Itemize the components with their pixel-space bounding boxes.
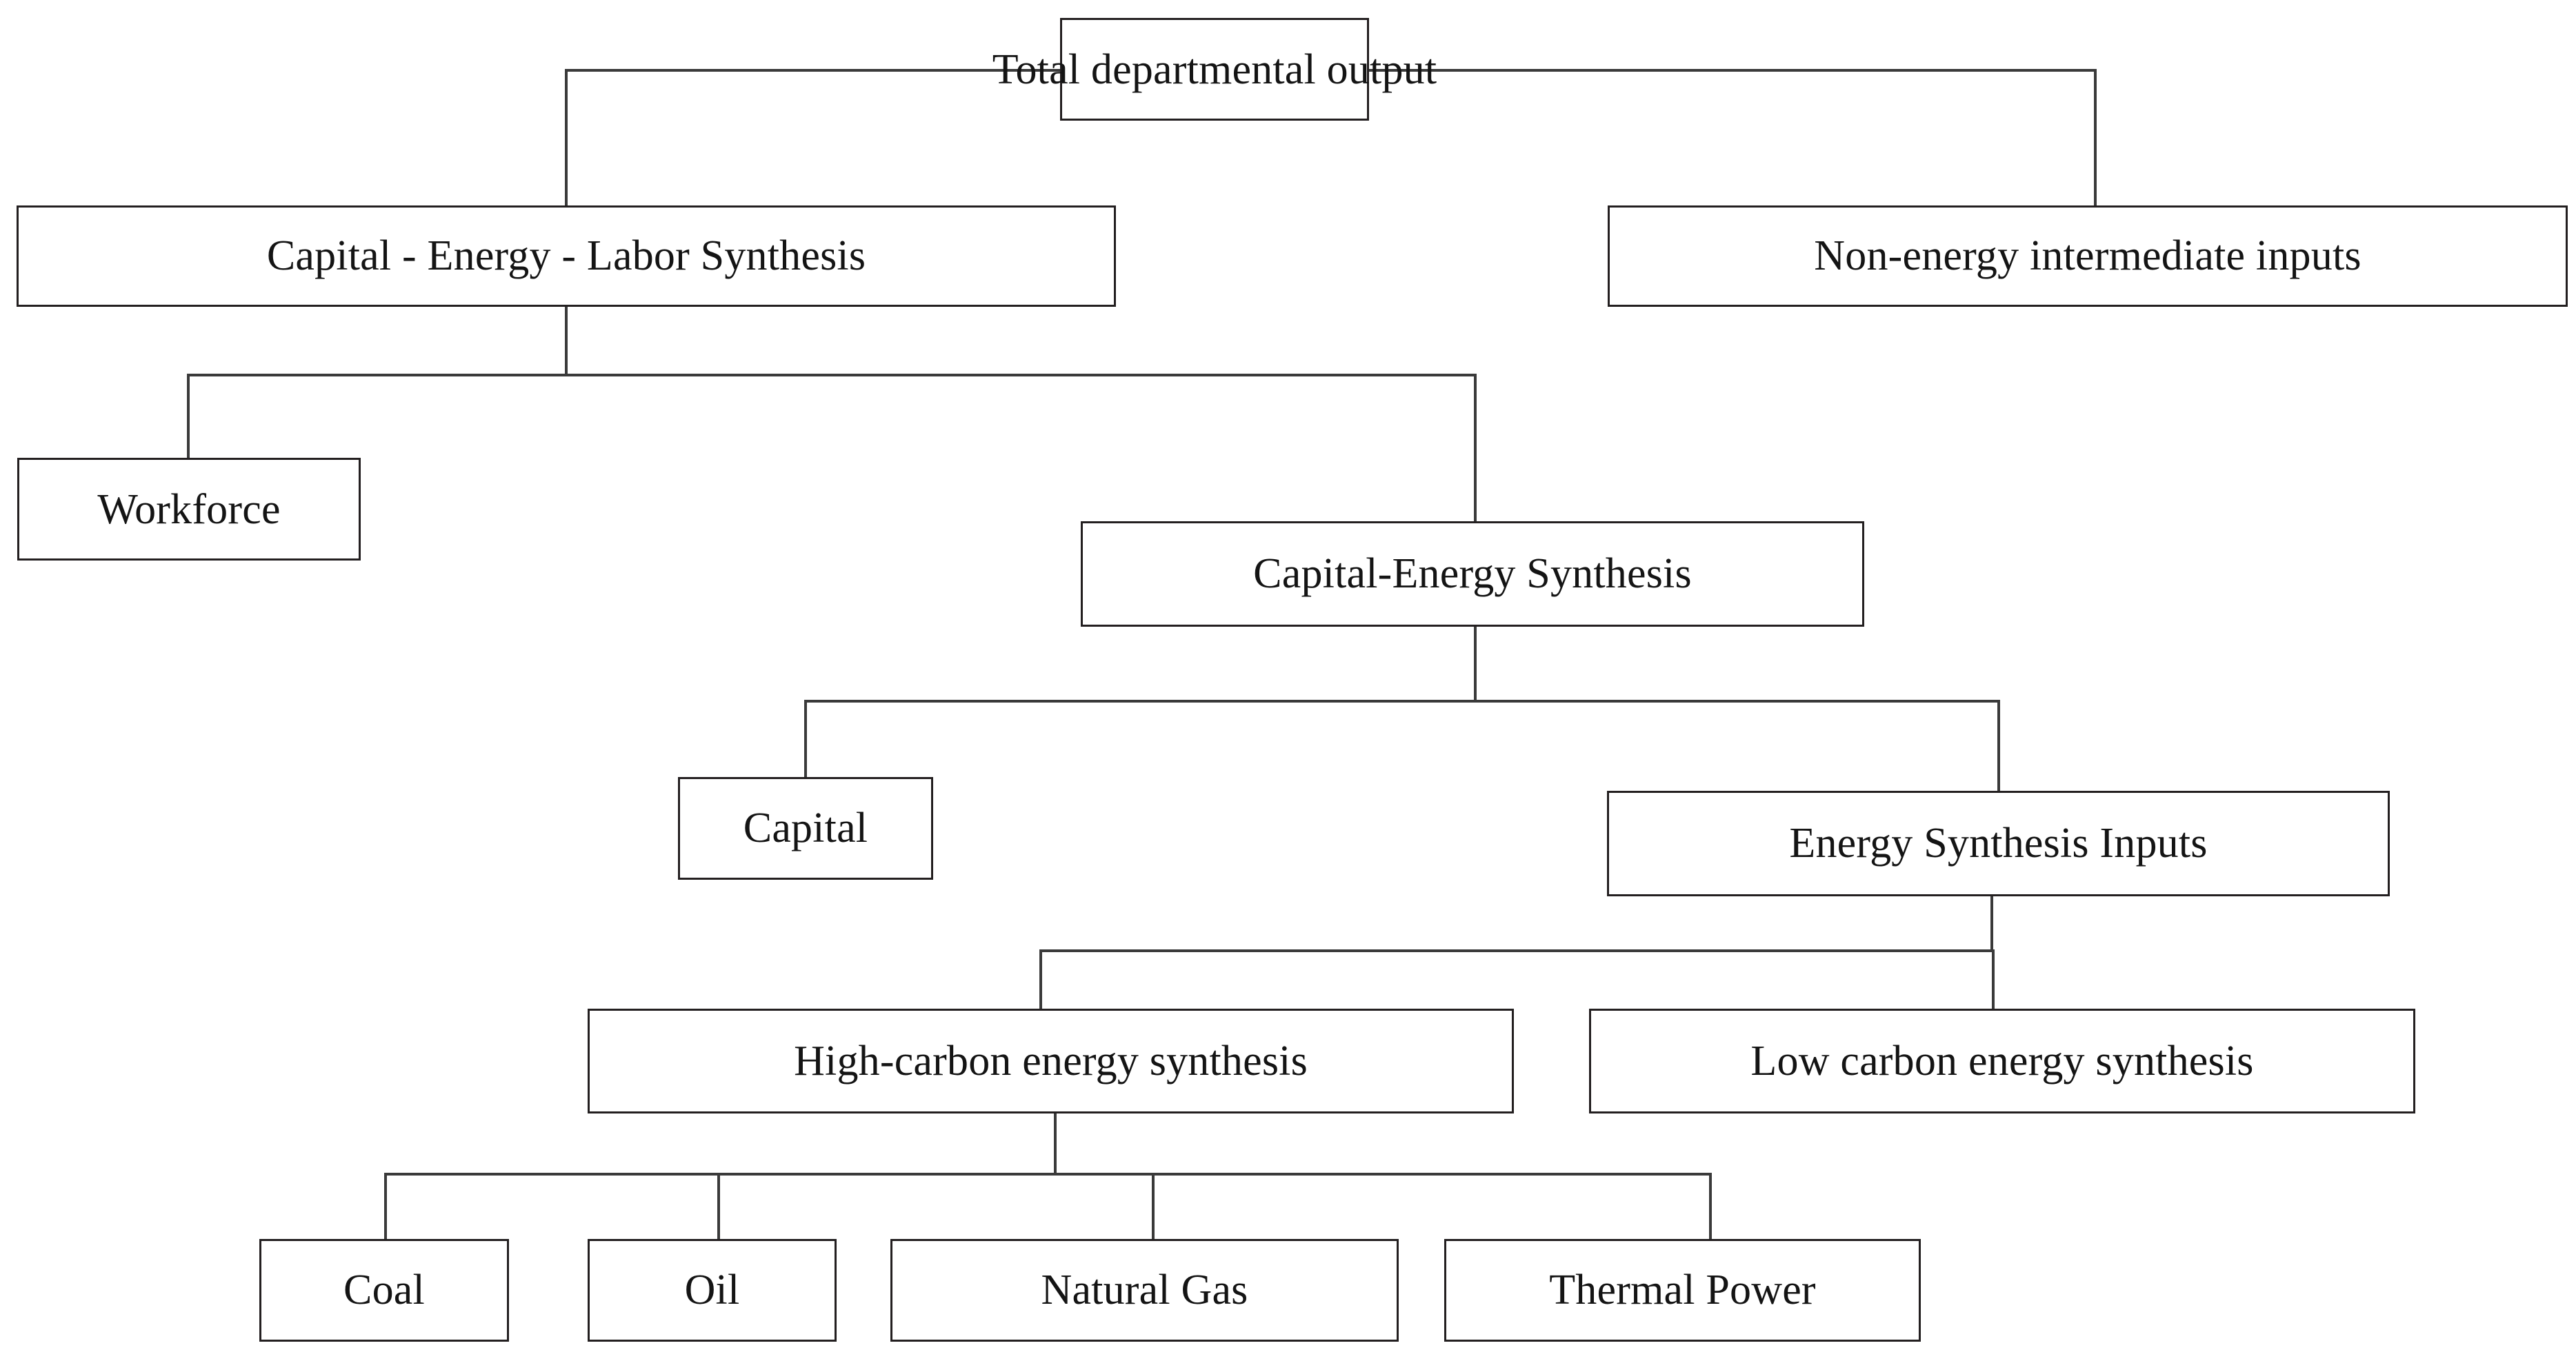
node-thermal-power[interactable]: Thermal Power (1444, 1239, 1921, 1342)
connector-drop-to-capital-energy-synthesis (1474, 374, 1477, 523)
connector-drop-to-capital (804, 700, 807, 778)
node-natural-gas[interactable]: Natural Gas (890, 1239, 1399, 1342)
node-label: Low carbon energy synthesis (1750, 1037, 2254, 1085)
node-label: Coal (343, 1267, 425, 1314)
node-label: Total departmental output (992, 46, 1437, 93)
node-oil[interactable]: Oil (588, 1239, 837, 1342)
connector-drop-to-oil (717, 1172, 720, 1240)
node-label: High-carbon energy synthesis (794, 1037, 1308, 1085)
node-coal[interactable]: Coal (259, 1239, 509, 1342)
connector-total-output-to-right (1367, 68, 2097, 72)
node-capital-energy-labor-synthesis[interactable]: Capital - Energy - Labor Synthesis (17, 205, 1116, 308)
connector-bus-level5 (1039, 949, 1995, 953)
connector-drop-to-energy-synthesis-inputs (1997, 700, 2000, 792)
node-low-carbon-energy-synthesis[interactable]: Low carbon energy synthesis (1589, 1008, 2415, 1114)
connector-drop-to-capital-energy-labor (565, 68, 568, 207)
node-label: Workforce (97, 485, 281, 533)
node-high-carbon-energy-synthesis[interactable]: High-carbon energy synthesis (588, 1008, 1514, 1114)
node-label: Non-energy intermediate inputs (1814, 232, 2362, 280)
connector-bus-level3 (187, 374, 1477, 377)
connector-drop-to-workforce (187, 374, 190, 459)
connector-total-output-to-left (565, 68, 1063, 72)
node-label: Natural Gas (1041, 1267, 1248, 1314)
node-energy-synthesis-inputs[interactable]: Energy Synthesis Inputs (1607, 791, 2390, 896)
node-label: Energy Synthesis Inputs (1789, 820, 2208, 867)
node-label: Capital (743, 805, 868, 852)
node-label: Capital - Energy - Labor Synthesis (266, 232, 866, 280)
connector-stem-high-carbon-down (1054, 1113, 1057, 1175)
node-label: Thermal Power (1549, 1267, 1816, 1314)
node-label: Oil (684, 1267, 740, 1314)
node-workforce[interactable]: Workforce (17, 458, 361, 561)
connector-drop-to-thermal-power (1709, 1172, 1712, 1240)
connector-stem-energy-synthesis-inputs-down (1990, 896, 1993, 952)
connector-drop-to-non-energy-inputs (2094, 68, 2097, 207)
node-capital-energy-synthesis[interactable]: Capital-Energy Synthesis (1081, 521, 1864, 627)
connector-drop-to-natural-gas (1152, 1172, 1155, 1240)
node-non-energy-intermediate-inputs[interactable]: Non-energy intermediate inputs (1608, 205, 2568, 308)
node-capital[interactable]: Capital (678, 776, 933, 880)
connector-stem-capital-energy-synthesis-down (1474, 626, 1477, 703)
connector-drop-to-high-carbon (1039, 949, 1042, 1009)
connector-stem-capital-energy-labor-down (565, 306, 568, 376)
connector-bus-level6 (384, 1172, 1712, 1176)
node-label: Capital-Energy Synthesis (1253, 550, 1692, 598)
node-total-departmental-output[interactable]: Total departmental output (992, 18, 1437, 121)
connector-drop-to-coal (384, 1172, 387, 1240)
connector-drop-to-low-carbon (1992, 949, 1995, 1009)
connector-bus-level4 (804, 700, 2000, 703)
